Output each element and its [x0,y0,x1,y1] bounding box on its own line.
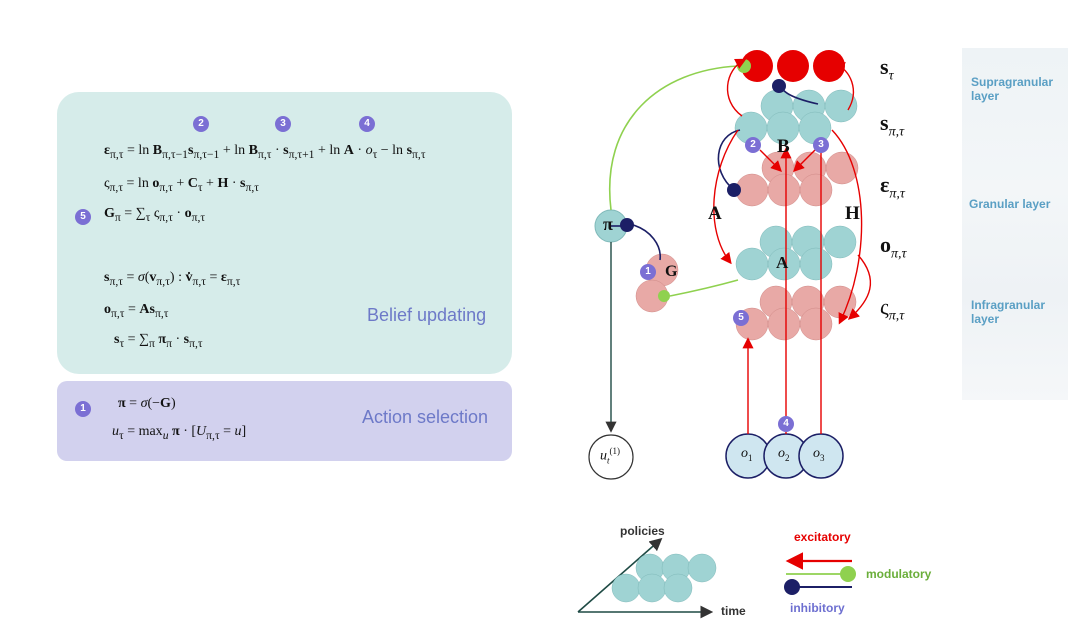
equation-varsigma: ςπ,τ = ln oπ,τ + Cτ + H · sπ,τ [104,176,259,194]
label-u-text: u [600,448,607,464]
equation-expected-free-energy: Gπ = ∑τ ςπ,τ · oπ,τ [104,206,206,224]
eps-nodes [735,151,859,207]
action-selection-panel [57,381,512,461]
equation-bayesian-average: sτ = ∑π ππ · sπ,τ [114,332,203,350]
diagram-badge-4: 4 [778,416,794,432]
label-eps: επ,τ [880,172,905,202]
outcome-nodes [725,433,844,479]
granular-label: Granular layer [969,197,1051,211]
badge-1: 1 [75,401,91,417]
equation-action: uτ = maxu π · [Uπ,τ = u] [112,424,247,442]
s-pi-tau-nodes [734,89,858,145]
diagram-badge-3: 3 [813,137,829,153]
modulatory-pi-to-s [608,65,739,211]
equation-policy: π = σ(−G) [118,396,176,411]
label-o1-text: o [741,446,748,461]
action-node [588,434,634,480]
belief-updating-label: Belief updating [367,305,487,325]
badge-2: 2 [193,116,209,132]
label-u: ut(1) [600,446,621,466]
label-eps-text: ε [880,172,890,197]
label-o1: o1 [741,446,753,463]
equation-outcome: oπ,τ = Asπ,τ [104,302,169,320]
label-h: H [845,203,860,224]
label-b: B [777,136,790,157]
network-diagram [577,50,872,619]
diagram-badge-2: 2 [745,137,761,153]
label-o2: o2 [778,446,790,463]
label-pi: π [603,214,613,234]
supragranular-label: Supragranular layer [971,75,1054,103]
label-a-mid: A [776,253,789,272]
label-g: G [665,263,678,280]
badge-5: 5 [75,209,91,225]
o-nodes [735,225,857,281]
label-o-text: o [880,232,891,257]
legend-modulatory: modulatory [866,567,932,581]
infragranular-label: Infragranular layer [971,298,1046,326]
legend-policies-nodes [611,553,717,603]
badge-4: 4 [359,116,375,132]
label-s-pi-tau: sπ,τ [880,110,905,140]
legend-policies: policies [620,524,665,538]
badge-3: 3 [275,116,291,132]
belief-updating-panel [57,92,512,374]
label-o2-text: o [778,446,785,461]
action-selection-label: Action selection [362,407,489,427]
equation-prediction-error: επ,τ = ln Bπ,τ−1sπ,τ−1 + ln Bπ,τ · sπ,τ+… [104,143,426,161]
g-nodes [635,253,679,313]
label-o3-text: o [813,446,820,461]
label-s-tau-text: s [880,54,889,79]
diagram-badge-1: 1 [640,264,656,280]
legend-time: time [721,604,746,618]
label-s-pi-tau-text: s [880,110,889,135]
legend-excitatory: excitatory [794,530,851,544]
equation-state-dynamics: sπ,τ = σ(vπ,τ) : v̇π,τ = επ,τ [104,270,241,288]
label-o3: o3 [813,446,825,463]
label-a-left: A [708,203,722,224]
s-tau-nodes [741,50,845,82]
legend-inhibitory: inhibitory [790,601,845,615]
varsigma-nodes [735,285,857,341]
label-o: oπ,τ [880,232,907,262]
label-varsigma: ςπ,τ [880,294,905,324]
cortical-layers-image [962,48,1068,400]
label-varsigma-text: ς [880,294,889,319]
label-s-tau: sτ [880,54,894,84]
diagram-badge-5: 5 [733,310,749,326]
